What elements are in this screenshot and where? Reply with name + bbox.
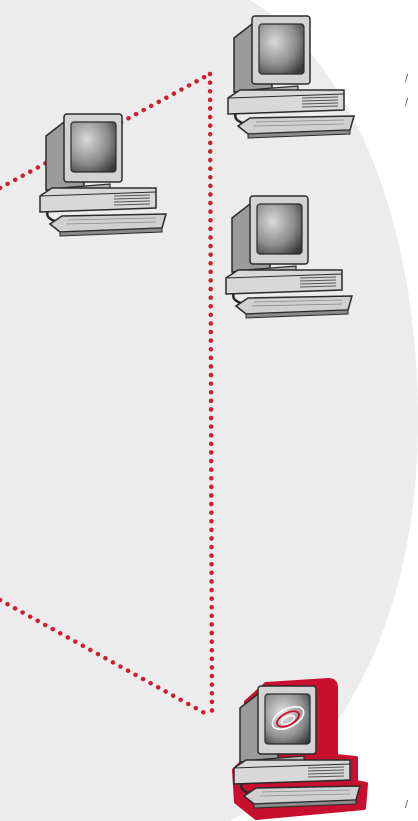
edge-mark-top: / <box>405 74 408 85</box>
workstation-top-right-icon[interactable] <box>228 16 354 138</box>
edge-mark-bottom: / <box>405 800 408 811</box>
edge-mark-middle: / <box>405 98 408 109</box>
